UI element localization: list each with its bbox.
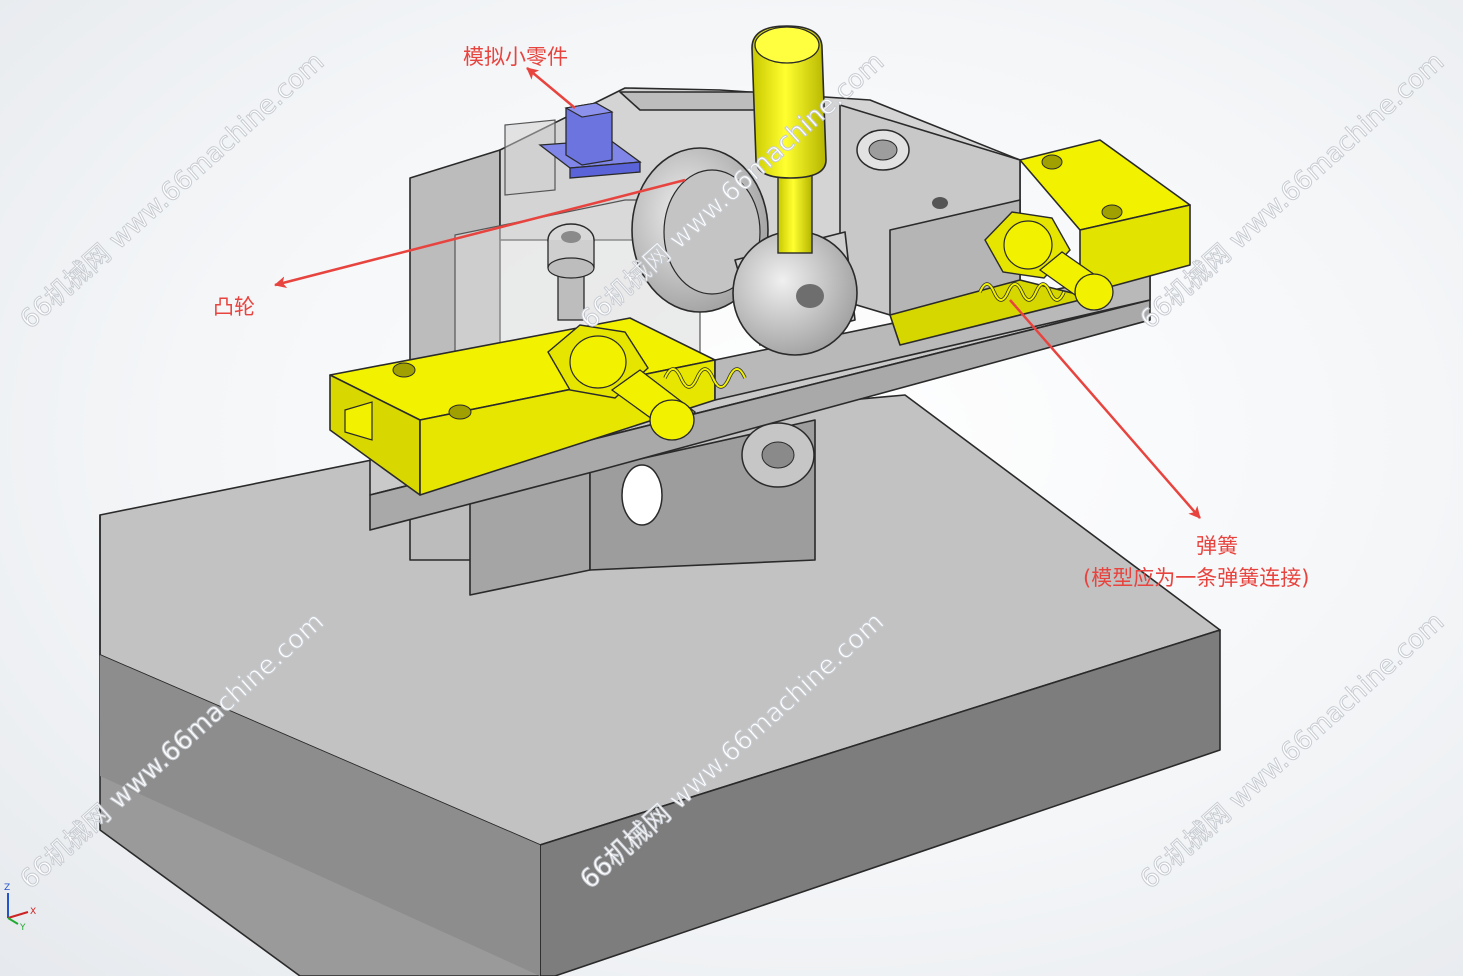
- annotation-leaders: [274, 67, 1201, 519]
- label-cam: 凸轮: [213, 295, 255, 319]
- cap-screw-left: [547, 223, 595, 321]
- axis-y-label: Y: [19, 923, 26, 933]
- cap-screw-bottom: [741, 422, 815, 488]
- cam-leader: [274, 178, 686, 289]
- handle-lever: [751, 25, 827, 254]
- axis-x-label: X: [30, 907, 36, 917]
- roller: [732, 230, 858, 356]
- adjust-screw-left: [547, 324, 697, 441]
- watermark-text: 66机械网 www.66machine.com: [15, 47, 331, 335]
- label-spring-note: (模型应为一条弹簧连接): [1083, 566, 1309, 590]
- spring-left: [663, 367, 747, 389]
- simulated-small-part: [538, 102, 642, 179]
- spring-right: [978, 282, 1066, 302]
- label-small-part: 模拟小零件: [463, 45, 568, 69]
- watermark-text: 66机械网 www.66machine.com: [1135, 47, 1451, 335]
- axis-triad: Z X Y: [4, 883, 36, 933]
- adjust-screw-right: [984, 211, 1114, 311]
- axis-z-label: Z: [4, 883, 10, 893]
- spring-leader: [1009, 299, 1201, 519]
- label-spring: 弹簧: [1196, 534, 1238, 558]
- small-part-leader: [526, 67, 576, 109]
